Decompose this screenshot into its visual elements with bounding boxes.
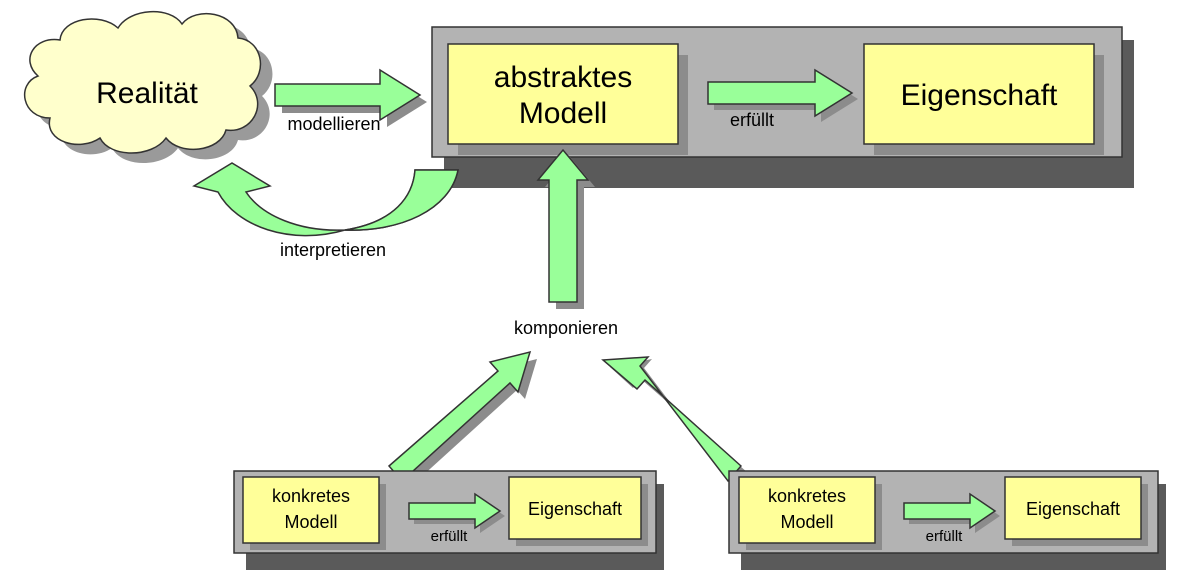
left-fulfills-label: erfüllt	[431, 528, 469, 545]
right-model-line1: konkretes	[768, 486, 846, 506]
right-fulfills-arrow	[903, 492, 997, 530]
abstract-model-box	[447, 43, 679, 145]
arrow-interpretieren: interpretieren	[192, 162, 459, 260]
left-property-label: Eigenschaft	[528, 499, 622, 519]
modellieren-label: modellieren	[287, 114, 380, 134]
reality-cloud: Realität	[23, 11, 273, 164]
left-property-box	[508, 476, 642, 540]
right-model-box	[738, 476, 876, 544]
modellieren-arrow-shape	[274, 68, 422, 122]
left-model-box	[242, 476, 380, 544]
top-property-box	[863, 43, 1095, 145]
top-property-label: Eigenschaft	[901, 79, 1058, 112]
arrow-right-to-compose	[601, 356, 748, 488]
right-compose-arrow-shape	[601, 356, 743, 483]
left-fulfills-arrow	[408, 492, 502, 530]
top-fulfills-label: erfüllt	[730, 110, 774, 130]
abstract-model-line1: abstraktes	[494, 61, 632, 94]
right-panel: konkretes Modell erfüllt Eigenschaft	[728, 470, 1166, 570]
left-model-line2: Modell	[284, 512, 337, 532]
top-panel: abstraktes Modell erfüllt Eigenschaft	[431, 26, 1134, 188]
arrow-left-to-compose	[387, 350, 537, 488]
right-fulfills-label: erfüllt	[926, 528, 964, 545]
left-compose-arrow-shape	[387, 350, 532, 483]
right-property-box	[1004, 476, 1142, 540]
arrow-compose-up	[536, 148, 595, 309]
right-property-label: Eigenschaft	[1026, 499, 1120, 519]
top-fulfills-arrow	[707, 68, 854, 118]
interpretieren-label: interpretieren	[280, 240, 386, 260]
komponieren-label: komponieren	[514, 318, 618, 338]
compose-up-arrow-shape	[536, 148, 590, 303]
right-model-line2: Modell	[780, 512, 833, 532]
reality-cloud-shape	[23, 11, 262, 154]
reality-label: Realität	[96, 77, 198, 110]
abstract-model-line2: Modell	[519, 97, 607, 130]
arrow-modellieren: modellieren	[274, 68, 427, 134]
interpretieren-arrow-shape	[192, 162, 459, 237]
left-model-line1: konkretes	[272, 486, 350, 506]
left-panel: konkretes Modell erfüllt Eigenschaft	[233, 470, 664, 570]
